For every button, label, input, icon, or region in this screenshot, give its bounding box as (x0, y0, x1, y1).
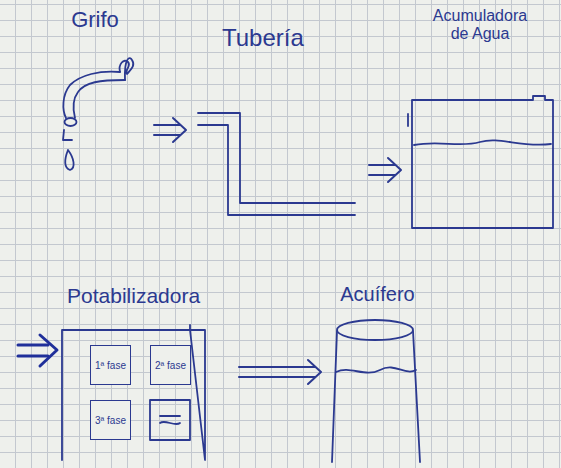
faucet-node: Grifo (40, 8, 150, 198)
stage-box: 2ª fase (150, 345, 191, 385)
stage-label: 1ª fase (95, 360, 126, 371)
pipe-node: Tubería (190, 25, 365, 225)
double-arrow-connector (154, 118, 186, 142)
faucet-drawing (63, 58, 133, 170)
node-heading: Potabilizadora (67, 284, 235, 307)
stage-label: 2ª fase (155, 360, 186, 371)
arrow-stroke (154, 118, 186, 142)
node-heading: Tubería (222, 25, 365, 51)
stage-box: 3ª fase (90, 400, 131, 440)
node-heading: Grifo (40, 8, 150, 32)
arrow-stroke (239, 360, 321, 384)
stage-label: 3ª fase (95, 415, 126, 426)
water-tank-drawing (408, 96, 553, 228)
pipe-drawing (198, 113, 355, 215)
treatment-plant-node: Potabilizadora 1ª fase 2ª fase 3ª fase (55, 280, 235, 462)
inlet-arrow (18, 335, 57, 366)
arrow-stroke (369, 158, 401, 182)
tank-node: Acumuladora de Agua (405, 5, 555, 233)
stage-box: 1ª fase (90, 345, 131, 385)
treatment-plant-drawing (62, 325, 205, 460)
node-heading: Acumuladora de Agua (425, 7, 535, 42)
aquifer-node: Acuífero (325, 283, 430, 465)
node-heading: Acuífero (325, 283, 430, 305)
aquifer-drawing (332, 320, 420, 462)
double-arrow-connector (239, 360, 321, 384)
double-arrow-connector (369, 158, 401, 182)
